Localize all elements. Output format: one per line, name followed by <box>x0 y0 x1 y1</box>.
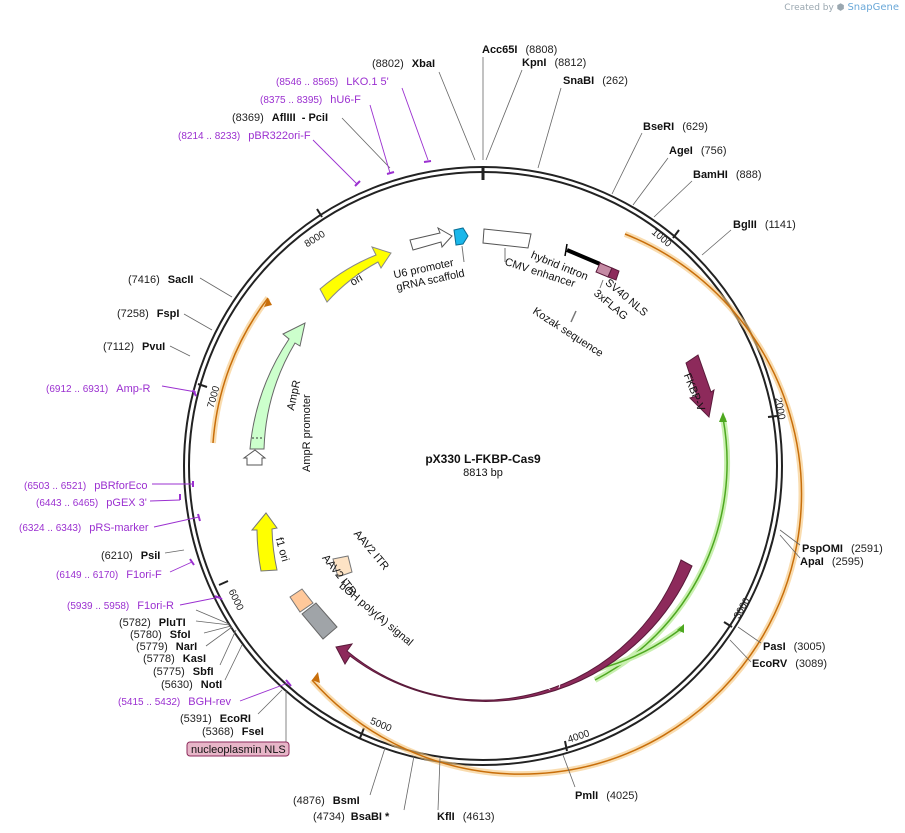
primer-prs-marker[interactable]: (6324 .. 6343)pRS-marker <box>19 522 149 534</box>
aav2-itr-feature-1[interactable] <box>332 555 353 578</box>
plasmid-title: pX330 L-FKBP-Cas9 8813 bp <box>425 452 541 479</box>
site-agei[interactable]: AgeI(756) <box>669 145 727 157</box>
primer-labels: (8546 .. 8565)LKO.1 5' (8375 .. 8395)hU6… <box>19 76 389 708</box>
orf-cas9-arc <box>311 233 803 775</box>
site-leaders <box>164 57 801 811</box>
sv40-nls-feature[interactable] <box>607 267 620 281</box>
ampr-feature[interactable] <box>249 322 306 450</box>
green-orf-2-arrowhead <box>677 624 684 633</box>
site-sfoi[interactable]: (5780)SfoI <box>130 629 191 641</box>
site-bsmi[interactable]: (4876)BsmI <box>293 795 360 807</box>
u6-promoter-feature[interactable] <box>409 226 453 251</box>
site-bseri[interactable]: BseRI(629) <box>643 121 708 133</box>
credit-text: Created by <box>784 3 834 13</box>
scale-ticks: 1000 2000 3000 4000 5000 6000 7000 8000 <box>197 208 787 752</box>
plasmid-length: 8813 bp <box>463 467 503 479</box>
snapgene-credit: Created by ⬢ SnapGene <box>784 2 899 13</box>
primer-amp-r[interactable]: (6912 .. 6931)Amp-R <box>46 383 151 395</box>
site-pvui[interactable]: (7112)PvuI <box>103 341 165 353</box>
tick-8000 <box>316 208 323 218</box>
site-snabi[interactable]: SnaBI(262) <box>563 75 628 87</box>
green-orf-1-arrowhead <box>719 412 727 422</box>
tick-5000 <box>359 727 365 739</box>
orf-ampr-arrowhead <box>264 298 272 307</box>
site-labels: (8802)XbaI Acc65I(8808) KpnI(8812) SnaBI… <box>101 44 883 823</box>
aav2-itr-label-1: AAV2 ITR <box>351 528 391 573</box>
ampr-promoter-feature[interactable] <box>242 449 267 466</box>
site-pluti[interactable]: (5782)PluTI <box>119 617 186 629</box>
site-kasi[interactable]: (5778)KasI <box>143 653 206 665</box>
fkbp-v-feature[interactable] <box>685 354 715 419</box>
site-sacii[interactable]: (7416)SacII <box>128 274 193 286</box>
green-orf-arcs <box>593 412 731 683</box>
site-bsabi[interactable]: (4734)BsaBI * <box>313 811 390 823</box>
site-bglii[interactable]: BglII(1141) <box>733 219 796 231</box>
primer-pbrforeco[interactable]: (6503 .. 6521)pBRforEco <box>24 480 147 492</box>
site-noti[interactable]: (5630)NotI <box>161 679 222 691</box>
site-bamhi[interactable]: BamHI(888) <box>693 169 762 181</box>
orf-ampr-arc <box>212 297 269 444</box>
site-pmli[interactable]: PmlI(4025) <box>575 790 638 802</box>
site-kfli[interactable]: KflI(4613) <box>437 811 495 823</box>
snapgene-logo-icon: ⬢ <box>836 3 845 13</box>
bgh-polya-feature[interactable] <box>301 602 338 640</box>
site-psii[interactable]: (6210)PsiI <box>101 550 160 562</box>
kozak-label: Kozak sequence <box>530 305 605 359</box>
site-afliii-pcii[interactable]: (8369)AflIII - PciI <box>232 112 328 124</box>
site-kpni[interactable]: KpnI(8812) <box>522 57 586 69</box>
site-ecori[interactable]: (5391)EcoRI <box>180 713 251 725</box>
primer-pgex3[interactable]: (6443 .. 6465)pGEX 3' <box>36 497 147 509</box>
bgh-polya-label: bGH poly(A) signal <box>337 580 415 649</box>
site-acc65i[interactable]: Acc65I(8808) <box>482 44 557 56</box>
tick-7000 <box>197 383 208 388</box>
nucleoplasmin-nls-box <box>186 741 290 757</box>
cmv-enhancer-feature[interactable] <box>482 228 532 249</box>
primer-hu6f[interactable]: (8375 .. 8395)hU6-F <box>260 94 361 106</box>
tick-1000 <box>672 229 680 239</box>
site-psp-omi[interactable]: PspOMI(2591) <box>802 543 883 555</box>
tick-4000 <box>564 740 568 752</box>
primer-pbr322ori-f[interactable]: (8214 .. 8233)pBR322ori-F <box>178 130 311 142</box>
orf-arcs <box>210 231 805 778</box>
tick-2000 <box>767 415 778 418</box>
backbone <box>183 166 783 766</box>
f1-ori-label: f1 ori <box>273 536 291 563</box>
tick-3000 <box>723 621 733 628</box>
site-fsei[interactable]: (5368)FseI <box>202 726 264 738</box>
site-sbfi[interactable]: (5775)SbfI <box>153 666 214 678</box>
hybrid-intron-feature[interactable] <box>566 248 601 266</box>
primer-f1ori-r[interactable]: (5939 .. 5958)F1ori-R <box>67 600 174 612</box>
tick-label-6000: 6000 <box>226 588 246 613</box>
ori-feature[interactable] <box>319 246 392 303</box>
kozak-feature[interactable] <box>570 310 577 323</box>
primer-f1ori-f[interactable]: (6149 .. 6170)F1ori-F <box>56 569 162 581</box>
site-ecorv[interactable]: EcoRV(3089) <box>752 658 827 670</box>
site-xbai[interactable]: (8802)XbaI <box>372 58 435 70</box>
primer-lko1[interactable]: (8546 .. 8565)LKO.1 5' <box>276 76 389 88</box>
cas9-feature[interactable] <box>335 559 693 702</box>
nucleoplasmin-nls-label: nucleoplasmin NLS <box>191 744 286 756</box>
ampr-promoter-label: AmpR promoter <box>301 394 313 472</box>
orf-cas9-arrowhead <box>312 672 320 683</box>
ori-label: ori <box>348 272 365 289</box>
plasmid-name: pX330 L-FKBP-Cas9 <box>425 452 541 466</box>
tick-6000 <box>218 580 229 586</box>
site-nari[interactable]: (5779)NarI <box>136 641 197 653</box>
site-apai[interactable]: ApaI(2595) <box>800 556 864 568</box>
orf-cas9-glow <box>309 231 805 778</box>
primer-bgh-rev[interactable]: (5415 .. 5432)BGH-rev <box>118 696 232 708</box>
nucleoplasmin-nls[interactable]: nucleoplasmin NLS <box>186 741 290 757</box>
primer-leaders <box>149 87 432 702</box>
brand-name: SnapGene <box>847 2 899 13</box>
site-fspi[interactable]: (7258)FspI <box>117 308 179 320</box>
site-pasi[interactable]: PasI(3005) <box>763 641 825 653</box>
aav2-itr-feature-2[interactable] <box>289 588 314 613</box>
f1-ori-feature[interactable] <box>250 512 278 572</box>
grna-scaffold-feature[interactable] <box>453 227 469 246</box>
